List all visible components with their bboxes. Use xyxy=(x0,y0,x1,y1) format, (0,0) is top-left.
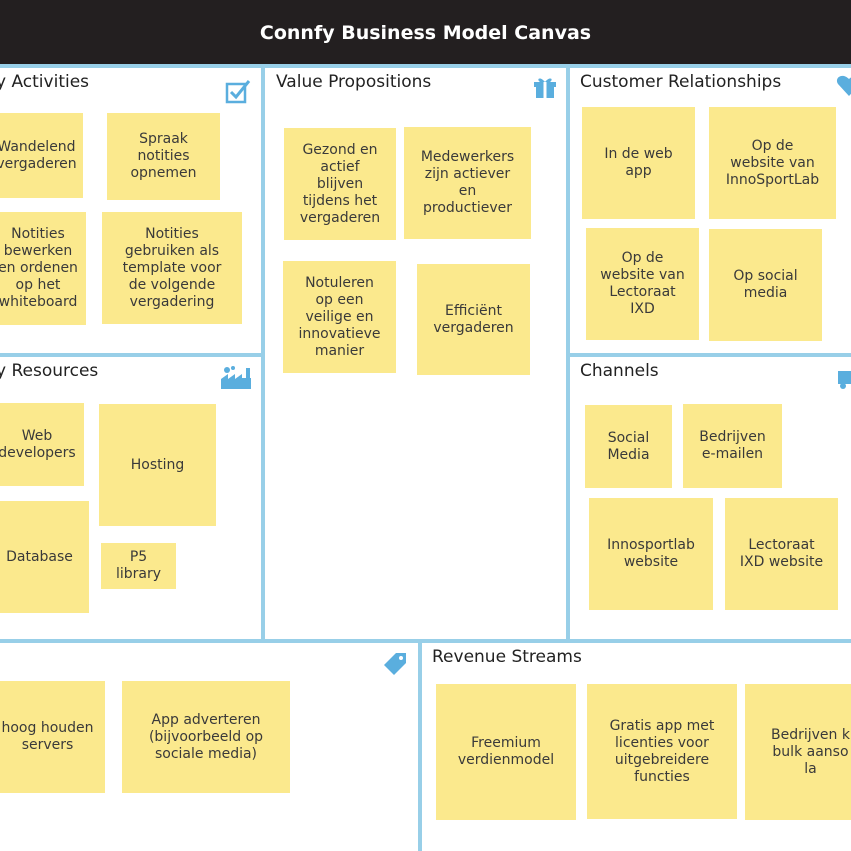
sticky-note: Bedrijven e-mailen xyxy=(683,404,782,488)
canvas-title: Connfy Business Model Canvas xyxy=(259,22,592,44)
sticky-note: Wandelend vergaderen xyxy=(0,113,83,198)
divider xyxy=(0,64,851,68)
factory-icon xyxy=(221,366,251,389)
sticky-note: Bedrijven k bulk aanso la xyxy=(745,684,851,820)
sticky-note: Freemium verdienmodel xyxy=(436,684,576,820)
sticky-note: Gezond en actief blijven tijdens het ver… xyxy=(284,128,396,240)
sticky-note: Op de website van Lectoraat IXD xyxy=(586,228,699,340)
sticky-note: Gratis app met licenties voor uitgebreid… xyxy=(587,684,737,819)
header-bar xyxy=(0,0,851,64)
section-title-key-resources: y Resources xyxy=(0,361,99,381)
sticky-note: Notuleren op een veilige en innovatieve … xyxy=(283,261,396,373)
section-title-channels: Channels xyxy=(580,361,659,381)
section-title-customer-relationships: Customer Relationships xyxy=(580,72,782,92)
section-title-revenue-streams: Revenue Streams xyxy=(432,647,582,667)
divider xyxy=(0,353,263,357)
divider xyxy=(418,642,422,851)
sticky-note: Social Media xyxy=(585,405,672,488)
divider xyxy=(261,66,265,642)
sticky-note: Notities bewerken en ordenen op het whit… xyxy=(0,212,86,325)
price-tag-icon xyxy=(384,653,406,675)
sticky-note: Lectoraat IXD website xyxy=(725,498,838,610)
sticky-note: Hosting xyxy=(99,404,216,526)
sticky-note: P5 library xyxy=(101,543,176,589)
section-title-key-activities: y Activities xyxy=(0,72,90,92)
sticky-note: Op de website van InnoSportLab xyxy=(709,107,836,219)
sticky-note: Efficiënt vergaderen xyxy=(417,264,530,375)
sticky-note: In de web app xyxy=(582,107,695,219)
sticky-note: Notities gebruiken als template voor de … xyxy=(102,212,242,324)
divider xyxy=(0,639,851,643)
sticky-note: App adverteren (bijvoorbeeld op sociale … xyxy=(122,681,290,793)
sticky-note: hoog houden servers xyxy=(0,681,105,793)
gift-icon xyxy=(534,78,556,98)
heart-icon xyxy=(837,75,851,96)
sticky-note: Op social media xyxy=(709,229,822,341)
sticky-note: Web developers xyxy=(0,403,84,486)
sticky-note: Spraak notities opnemen xyxy=(107,113,220,200)
divider xyxy=(568,353,851,357)
sticky-note: Medewerkers zijn actiever en productieve… xyxy=(404,127,531,239)
checkbox-icon xyxy=(225,80,251,104)
section-title-value-propositions: Value Propositions xyxy=(276,72,432,92)
sticky-note: Database xyxy=(0,501,89,613)
sticky-note: Innosportlab website xyxy=(589,498,713,610)
truck-icon xyxy=(838,371,851,389)
